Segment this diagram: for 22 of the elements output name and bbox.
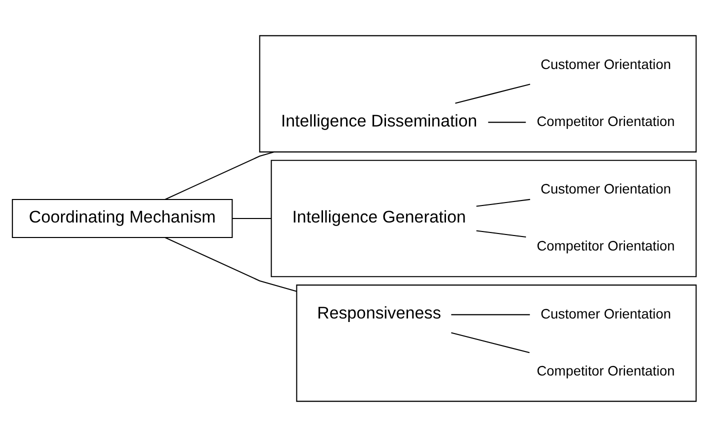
cluster (259, 35, 697, 152)
connector (451, 314, 530, 316)
connector (164, 237, 297, 292)
cluster (270, 160, 697, 278)
node-text: Customer Orientation (540, 56, 671, 72)
node-text: Competitor Orientation (536, 114, 675, 129)
node-text: Customer Orientation (540, 306, 671, 322)
connector (451, 332, 530, 354)
cluster (296, 284, 697, 402)
node-text: Intelligence Generation (292, 208, 466, 227)
connector (476, 230, 526, 238)
node-text: Intelligence Dissemination (280, 111, 478, 130)
connector (232, 218, 272, 220)
node-text: Customer Orientation (540, 182, 671, 197)
connector (476, 198, 530, 207)
node-text: Competitor Orientation (536, 238, 675, 254)
connector (488, 122, 526, 123)
node-text: Competitor Orientation (536, 363, 675, 378)
node-text: Responsiveness (317, 304, 442, 323)
connector (164, 151, 275, 200)
connector (455, 84, 530, 104)
node-box: Coordinating Mechanism (12, 198, 233, 238)
